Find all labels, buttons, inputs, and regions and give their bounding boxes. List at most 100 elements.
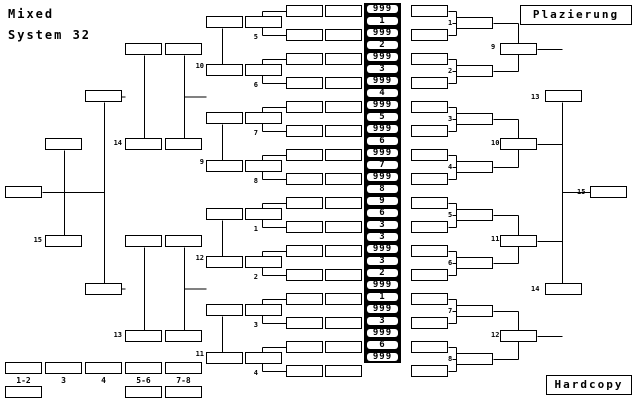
seed-cell[interactable]: 999 [364, 171, 401, 183]
player-slot[interactable] [286, 125, 323, 137]
player-slot[interactable] [411, 221, 448, 233]
player-slot[interactable] [286, 101, 323, 113]
placement-slot[interactable] [165, 386, 202, 398]
player-slot[interactable] [286, 197, 323, 209]
player-slot[interactable] [411, 173, 448, 185]
player-slot[interactable] [325, 77, 362, 89]
seed-cell[interactable]: 5 [364, 111, 401, 123]
player-slot[interactable] [545, 90, 582, 102]
player-slot[interactable] [286, 5, 323, 17]
player-slot[interactable] [206, 256, 243, 268]
seed-cell[interactable]: 8 [364, 183, 401, 195]
seed-cell[interactable]: 999 [364, 351, 401, 363]
player-slot[interactable] [45, 235, 82, 247]
player-slot[interactable] [325, 101, 362, 113]
player-slot[interactable] [325, 341, 362, 353]
player-slot[interactable] [245, 112, 282, 124]
seed-cell[interactable]: 6 [364, 339, 401, 351]
player-slot[interactable] [411, 317, 448, 329]
seed-cell[interactable]: 2 [364, 39, 401, 51]
placement-slot[interactable] [5, 386, 42, 398]
player-slot[interactable] [456, 353, 493, 365]
player-slot[interactable] [325, 269, 362, 281]
seed-cell[interactable]: 999 [364, 279, 401, 291]
player-slot[interactable] [500, 138, 537, 150]
seed-cell[interactable]: 7 [364, 159, 401, 171]
placement-slot[interactable] [125, 386, 162, 398]
player-slot[interactable] [165, 235, 202, 247]
player-slot[interactable] [286, 341, 323, 353]
placement-button[interactable]: Plazierung [520, 5, 632, 25]
player-slot[interactable] [325, 245, 362, 257]
player-slot[interactable] [456, 65, 493, 77]
seed-cell[interactable]: 999 [364, 243, 401, 255]
player-slot[interactable] [45, 138, 82, 150]
player-slot[interactable] [590, 186, 627, 198]
player-slot[interactable] [325, 53, 362, 65]
seed-cell[interactable]: 999 [364, 51, 401, 63]
player-slot[interactable] [165, 330, 202, 342]
seed-cell[interactable]: 999 [364, 327, 401, 339]
hardcopy-button[interactable]: Hardcopy [546, 375, 632, 395]
player-slot[interactable] [411, 5, 448, 17]
player-slot[interactable] [245, 352, 282, 364]
player-slot[interactable] [206, 112, 243, 124]
player-slot[interactable] [286, 173, 323, 185]
player-slot[interactable] [245, 304, 282, 316]
player-slot[interactable] [545, 283, 582, 295]
seed-cell[interactable]: 999 [364, 123, 401, 135]
player-slot[interactable] [325, 293, 362, 305]
player-slot[interactable] [245, 160, 282, 172]
seed-cell[interactable]: 999 [364, 303, 401, 315]
player-slot[interactable] [325, 149, 362, 161]
player-slot[interactable] [286, 53, 323, 65]
player-slot[interactable] [456, 209, 493, 221]
player-slot[interactable] [286, 317, 323, 329]
player-slot[interactable] [125, 138, 162, 150]
placement-slot[interactable] [85, 362, 122, 374]
placement-slot[interactable] [125, 362, 162, 374]
player-slot[interactable] [411, 293, 448, 305]
player-slot[interactable] [500, 43, 537, 55]
player-slot[interactable] [165, 138, 202, 150]
player-slot[interactable] [411, 341, 448, 353]
seed-cell[interactable]: 3 [364, 63, 401, 75]
seed-cell[interactable]: 3 [364, 231, 401, 243]
player-slot[interactable] [125, 43, 162, 55]
player-slot[interactable] [245, 256, 282, 268]
player-slot[interactable] [325, 317, 362, 329]
player-slot[interactable] [206, 16, 243, 28]
seed-cell[interactable]: 9 [364, 195, 401, 207]
placement-slot[interactable] [45, 362, 82, 374]
player-slot[interactable] [325, 197, 362, 209]
player-slot[interactable] [411, 125, 448, 137]
player-slot[interactable] [125, 330, 162, 342]
player-slot[interactable] [411, 77, 448, 89]
player-slot[interactable] [286, 269, 323, 281]
placement-slot[interactable] [165, 362, 202, 374]
player-slot[interactable] [325, 29, 362, 41]
seed-cell[interactable]: 3 [364, 315, 401, 327]
player-slot[interactable] [165, 43, 202, 55]
player-slot[interactable] [85, 90, 122, 102]
player-slot[interactable] [5, 186, 42, 198]
player-slot[interactable] [325, 5, 362, 17]
player-slot[interactable] [411, 101, 448, 113]
player-slot[interactable] [286, 293, 323, 305]
player-slot[interactable] [325, 173, 362, 185]
seed-cell[interactable]: 4 [364, 87, 401, 99]
player-slot[interactable] [206, 304, 243, 316]
player-slot[interactable] [286, 365, 323, 377]
player-slot[interactable] [286, 221, 323, 233]
player-slot[interactable] [286, 245, 323, 257]
placement-slot[interactable] [5, 362, 42, 374]
seed-cell[interactable]: 3 [364, 219, 401, 231]
player-slot[interactable] [206, 352, 243, 364]
player-slot[interactable] [411, 29, 448, 41]
seed-cell[interactable]: 3 [364, 255, 401, 267]
player-slot[interactable] [456, 305, 493, 317]
player-slot[interactable] [456, 257, 493, 269]
player-slot[interactable] [325, 125, 362, 137]
player-slot[interactable] [286, 149, 323, 161]
player-slot[interactable] [245, 16, 282, 28]
